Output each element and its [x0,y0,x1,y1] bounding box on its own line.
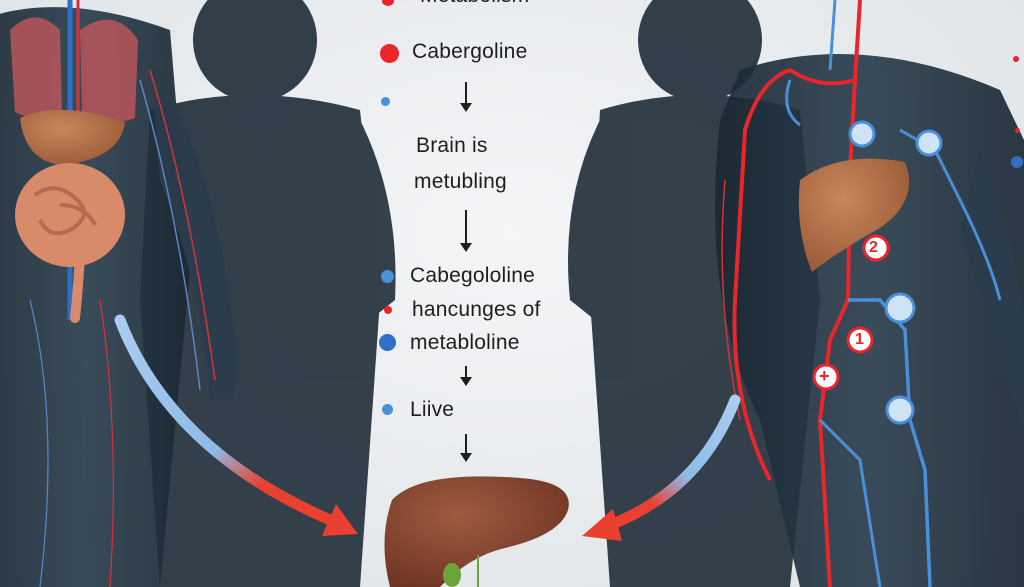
marker-2: 2 [869,239,879,256]
marker-1: 1 [855,331,865,348]
label-step1: Cabergoline [412,40,528,63]
bullet-blue-3 [381,270,394,283]
arrow-right-to-liver [604,394,741,531]
bullet-red-top [382,0,394,6]
bullet-red-3 [384,306,392,314]
right-edge-dot-red-2 [1015,128,1020,133]
central-liver [384,476,569,587]
right-edge-dot-red [1013,56,1019,62]
arrow-down-4 [460,434,472,462]
left-body [0,0,238,587]
label-step4: Liive [410,398,455,421]
bullet-blue-small [381,97,390,106]
label-top-cut: Metabolism [420,0,529,8]
arrow-down-2 [460,210,472,252]
arrow-down-1 [460,82,472,112]
label-step2-line1: Brain is [416,134,488,157]
arrow-right-head [582,509,622,541]
label-step3-line1: Cabegololine [410,264,535,287]
label-step2-line2: metubling [414,170,507,193]
arrow-down-3 [460,366,472,386]
bullet-red-1 [380,44,399,63]
label-step3-line3: metabloline [410,331,520,354]
arrow-left-to-liver [114,314,336,526]
bullet-blue-4 [382,404,393,415]
right-body [715,0,1024,587]
bullet-blue-dark-3 [379,334,396,351]
marker-plus: + [819,366,830,386]
right-edge-dot-blue [1011,156,1023,168]
arrow-left-head [322,504,358,536]
label-step3-line2: hancunges of [412,298,541,321]
